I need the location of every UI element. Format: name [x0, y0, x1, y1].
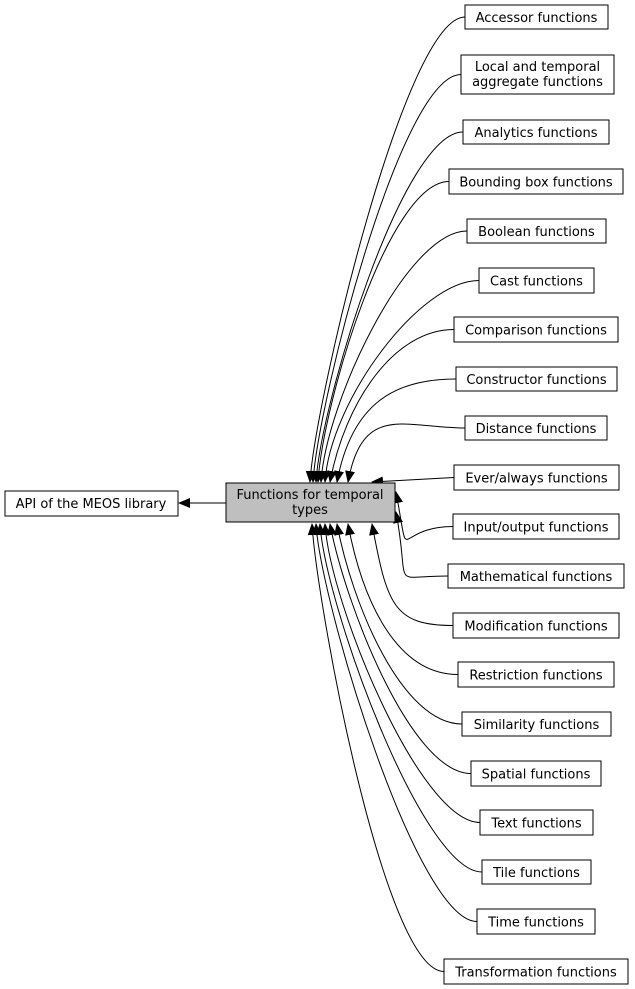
- child-node-label: Tile functions: [492, 866, 580, 881]
- edge-10: [393, 491, 454, 540]
- edge-18: [311, 523, 478, 922]
- edge-0: [305, 16, 466, 483]
- child-node-label: Transformation functions: [454, 966, 617, 981]
- child-node-label: Input/output functions: [464, 521, 609, 536]
- edge-17: [315, 523, 483, 873]
- child-node-label: Time functions: [487, 916, 584, 931]
- edge-2: [311, 131, 464, 483]
- child-node-8[interactable]: Distance functions: [464, 415, 608, 441]
- child-node-label: Text functions: [490, 817, 582, 832]
- nodes: API of the MEOS library Functions for te…: [4, 4, 629, 985]
- parent-node[interactable]: API of the MEOS library: [4, 490, 179, 517]
- child-node-label: Cast functions: [490, 275, 583, 290]
- child-node-box: [481, 859, 592, 885]
- child-node-15[interactable]: Spatial functions: [470, 760, 602, 787]
- edge-13: [345, 523, 459, 675]
- edge-7: [334, 378, 457, 483]
- child-node-label: Accessor functions: [476, 11, 598, 26]
- child-node-box: [453, 316, 619, 343]
- child-node-box: [448, 168, 624, 195]
- child-node-label: Analytics functions: [474, 126, 597, 141]
- edge-15: [327, 523, 472, 774]
- center-node-label-line-2: types: [292, 503, 328, 518]
- child-node-box: [447, 563, 625, 589]
- child-node-label: Spatial functions: [482, 768, 591, 783]
- child-node-box: [478, 267, 595, 294]
- child-node-box: [457, 661, 615, 688]
- edge-3: [313, 181, 450, 483]
- child-node-label: aggregate functions: [472, 75, 603, 90]
- center-node-label-line-1: Functions for temporal: [236, 488, 383, 503]
- child-node-11[interactable]: Mathematical functions: [447, 563, 625, 589]
- child-node-label: Ever/always functions: [465, 472, 608, 487]
- child-node-label: Comparison functions: [465, 324, 607, 339]
- edges: [178, 16, 483, 972]
- edge-6: [327, 329, 455, 483]
- child-node-box: [443, 958, 629, 985]
- child-node-19[interactable]: Transformation functions: [443, 958, 629, 985]
- edge-16: [320, 523, 481, 823]
- child-node-13[interactable]: Restriction functions: [457, 661, 615, 688]
- child-node-2[interactable]: Analytics functions: [462, 119, 610, 145]
- child-node-18[interactable]: Time functions: [476, 908, 596, 935]
- parent-node-label: API of the MEOS library: [16, 497, 167, 512]
- center-node: Functions for temporal types: [225, 482, 396, 523]
- child-node-box: [476, 908, 596, 935]
- child-node-box: [452, 513, 620, 540]
- edge-14: [334, 523, 463, 725]
- child-node-box: [470, 760, 602, 787]
- child-node-box: [479, 809, 594, 836]
- child-node-box: [466, 218, 607, 244]
- child-node-label: Bounding box functions: [459, 176, 613, 191]
- child-node-box: [460, 54, 615, 95]
- child-node-label: Boolean functions: [478, 225, 595, 240]
- child-node-16[interactable]: Text functions: [479, 809, 594, 836]
- child-node-label: Mathematical functions: [460, 570, 613, 585]
- edge-8: [345, 423, 466, 483]
- child-node-10[interactable]: Input/output functions: [452, 513, 620, 540]
- child-node-label: Local and temporal: [475, 60, 600, 75]
- child-node-box: [455, 366, 618, 392]
- child-node-label: Similarity functions: [474, 718, 600, 733]
- child-node-box: [462, 119, 610, 145]
- child-node-box: [464, 415, 608, 441]
- child-node-7[interactable]: Constructor functions: [455, 366, 618, 392]
- child-node-4[interactable]: Boolean functions: [466, 218, 607, 244]
- child-node-3[interactable]: Bounding box functions: [448, 168, 624, 195]
- child-node-label: Modification functions: [464, 620, 607, 635]
- parent-node-box: [4, 490, 179, 517]
- child-node-14[interactable]: Similarity functions: [461, 711, 612, 737]
- child-node-label: Constructor functions: [466, 373, 607, 388]
- edge-12: [369, 523, 454, 626]
- child-node-6[interactable]: Comparison functions: [453, 316, 619, 343]
- child-node-box: [453, 464, 620, 491]
- edge-1: [308, 74, 462, 483]
- child-node-12[interactable]: Modification functions: [452, 612, 620, 639]
- child-node-5[interactable]: Cast functions: [478, 267, 595, 294]
- child-node-box: [461, 711, 612, 737]
- child-node-box: [452, 612, 620, 639]
- edge-4: [316, 230, 468, 483]
- edge-5: [320, 280, 480, 483]
- child-node-17[interactable]: Tile functions: [481, 859, 592, 885]
- child-node-9[interactable]: Ever/always functions: [453, 464, 620, 491]
- edge-11: [393, 511, 449, 578]
- child-node-box: [464, 4, 609, 30]
- edge-19: [307, 523, 445, 972]
- child-node-0[interactable]: Accessor functions: [464, 4, 609, 30]
- edge-9: [371, 476, 455, 487]
- center-node-box: [225, 482, 396, 523]
- child-node-label: Distance functions: [476, 422, 597, 437]
- child-node-label: Restriction functions: [469, 669, 603, 684]
